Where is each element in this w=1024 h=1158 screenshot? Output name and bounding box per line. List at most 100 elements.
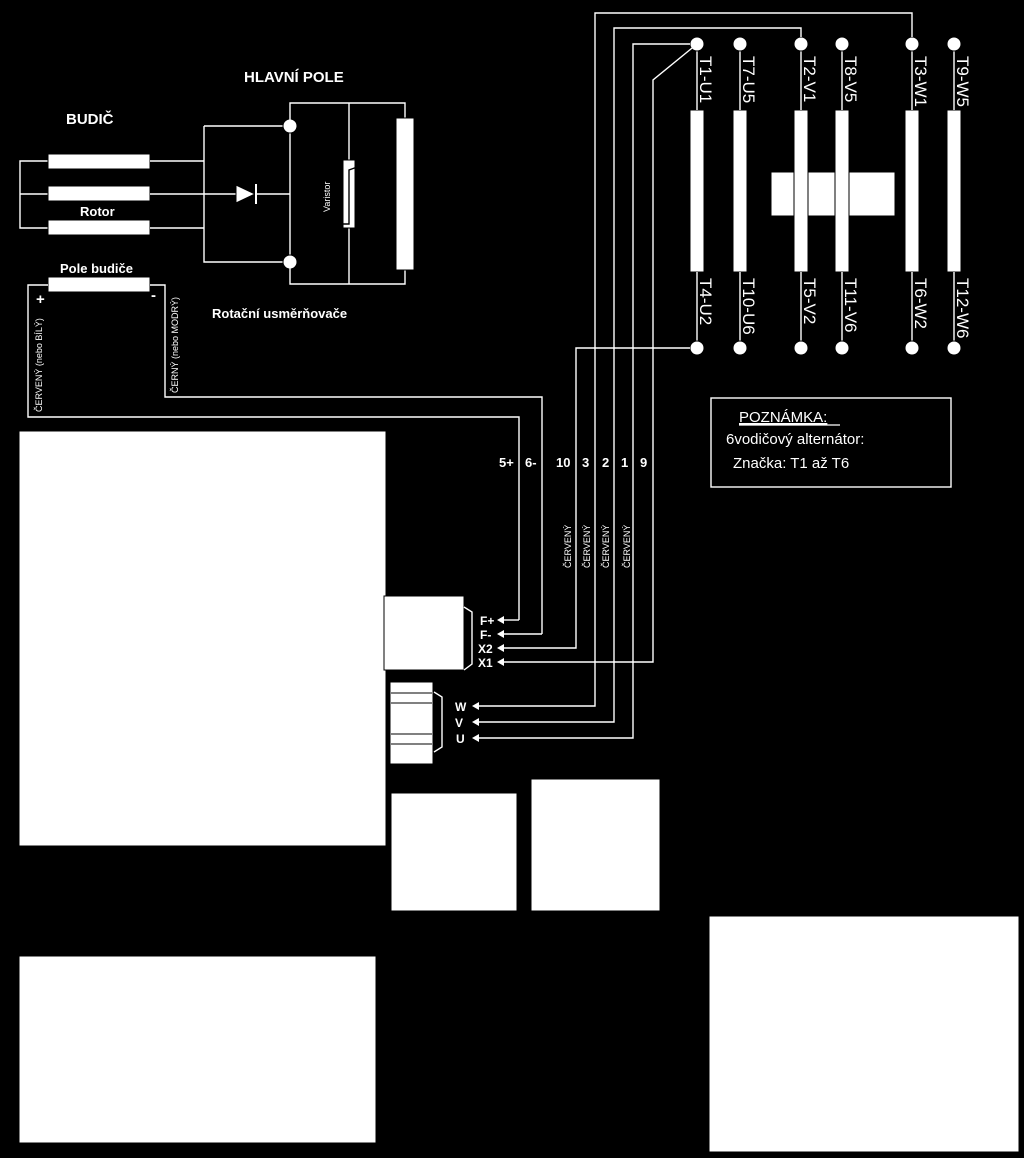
node-t12	[946, 340, 962, 356]
label-t6-w2: T6-W2	[911, 278, 930, 329]
regulator-connector	[383, 595, 465, 671]
winding-t9-t12	[946, 109, 962, 273]
label-t9-w5: T9-W5	[953, 56, 972, 107]
varistor-label: Varistor	[322, 182, 332, 212]
note-line-2: Značka: T1 až T6	[733, 455, 849, 472]
component-block-3	[18, 955, 377, 1144]
exciter-rotor-right-bus	[150, 160, 204, 229]
wire-3	[478, 12, 913, 707]
label-t7-u5: T7-U5	[739, 56, 758, 103]
node-t9	[946, 36, 962, 52]
label-t5-v2: T5-V2	[800, 278, 819, 324]
node-t3	[904, 36, 920, 52]
exciter-field-lead-right	[150, 284, 543, 634]
wire-color-10: ČERVENÝ	[563, 525, 573, 568]
label-t2-v1: T2-V1	[800, 56, 819, 102]
stator-core-bar	[770, 171, 896, 217]
winding-t3-t6	[904, 109, 920, 273]
arrow-x1	[497, 658, 504, 666]
diode-symbol	[235, 184, 257, 204]
winding-t2-t5	[793, 109, 809, 273]
terminal-x2: X2	[478, 642, 493, 656]
wire-color-labels: ČERVENÝ ČERVENÝ ČERVENÝ ČERVENÝ	[563, 525, 632, 568]
output-terminals: W V U	[433, 691, 467, 753]
stator-section: T1-U1 T7-U5 T2-V1 T8-V5 T3-W1 T9-W5 T4-U…	[689, 36, 972, 356]
exciter-field-lead-left	[27, 284, 520, 620]
winding-t8-t11	[834, 109, 850, 273]
main-field-title: HLAVNÍ POLE	[244, 69, 344, 86]
note-line-1: 6vodičový alternátor:	[726, 431, 864, 448]
wire-2	[478, 27, 802, 723]
varistor-slash	[338, 165, 361, 225]
component-block-1	[390, 792, 518, 912]
wire-numbers: 5+ 6- 10 3 2 1 9	[499, 455, 647, 470]
wire-color-3: ČERVENÝ	[582, 525, 592, 568]
wire-number-3: 3	[582, 455, 589, 470]
arrow-f-minus	[497, 630, 504, 638]
wire-number-6: 6-	[525, 455, 537, 470]
stator-output-wires	[472, 12, 913, 742]
wire-9	[503, 43, 698, 663]
main-field-section: HLAVNÍ POLE Varistor	[244, 69, 415, 285]
regulator-terminal-bracket	[463, 606, 473, 671]
terminal-f-minus: F-	[480, 628, 491, 642]
arrow-u	[472, 734, 479, 742]
node-t8	[834, 36, 850, 52]
main-field-winding	[395, 117, 415, 271]
arrow-v	[472, 718, 479, 726]
exciter-rotor-left-bus	[19, 160, 48, 229]
regulator-block	[18, 430, 387, 847]
node-t7	[732, 36, 748, 52]
terminal-w: W	[455, 700, 467, 714]
rectifier-section: Rotační usměrňovače	[203, 118, 347, 321]
label-t3-w1: T3-W1	[911, 56, 930, 107]
note-title: POZNÁMKA:	[739, 409, 827, 426]
winding-t1-t4	[689, 109, 705, 273]
exciter-rotor-winding-1	[47, 153, 151, 170]
label-t12-w6: T12-W6	[953, 278, 972, 338]
note-frame	[710, 397, 952, 488]
exciter-rotor-winding-2	[47, 185, 151, 202]
main-field-top-bus	[289, 102, 406, 126]
component-block-4	[708, 915, 1020, 1153]
terminal-x1: X1	[478, 656, 493, 670]
terminal-f-plus: F+	[480, 614, 494, 628]
main-field-bottom-bus	[289, 262, 406, 285]
exciter-title: BUDIČ	[66, 110, 114, 128]
wire-10	[503, 347, 690, 649]
label-t1-u1: T1-U1	[696, 56, 715, 103]
component-block-2	[530, 778, 661, 912]
rectifier-label: Rotační usměrňovače	[212, 306, 347, 321]
node-t10	[732, 340, 748, 356]
component-blocks	[18, 430, 1020, 1153]
label-t8-v5: T8-V5	[841, 56, 860, 102]
exciter-minus-sign: -	[151, 287, 156, 304]
arrow-f-plus	[497, 616, 504, 624]
wire-number-1: 1	[621, 455, 628, 470]
wire-color-1: ČERVENÝ	[622, 525, 632, 568]
wire-1	[478, 43, 690, 739]
wire-number-9: 9	[640, 455, 647, 470]
terminal-u: U	[456, 732, 465, 746]
wire-number-2: 2	[602, 455, 609, 470]
wire-color-2: ČERVENÝ	[601, 525, 611, 568]
exciter-field-winding	[47, 276, 151, 293]
exciter-black-lead-label: ČERNÝ (nebo MODRÝ)	[170, 297, 180, 393]
exciter-rotor-winding-3	[47, 219, 151, 236]
wire-number-5: 5+	[499, 455, 514, 470]
node-t4	[689, 340, 705, 356]
exciter-section: BUDIČ Rotor Pole budiče + - ČERVENÝ (neb…	[19, 110, 543, 634]
wire-number-10: 10	[556, 455, 570, 470]
regulator-terminals: F+ F- X2 X1	[463, 606, 494, 671]
winding-t7-t10	[732, 109, 748, 273]
node-t11	[834, 340, 850, 356]
note-box: POZNÁMKA: 6vodičový alternátor: Značka: …	[710, 397, 952, 488]
exciter-rotor-label: Rotor	[80, 204, 115, 219]
arrow-w	[472, 702, 479, 710]
arrow-x2	[497, 644, 504, 652]
node-t5	[793, 340, 809, 356]
output-terminal-bracket	[433, 691, 443, 753]
label-t10-u6: T10-U6	[739, 278, 758, 335]
output-terminal-dividers	[391, 692, 432, 745]
